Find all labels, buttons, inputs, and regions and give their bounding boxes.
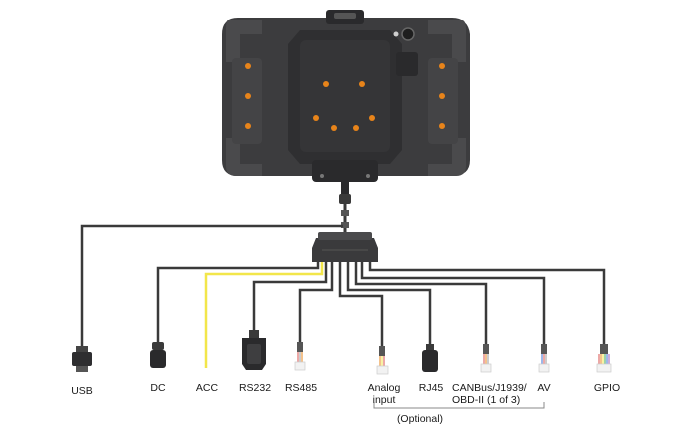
- rs232-cable: [252, 262, 328, 332]
- back-plate-inner: [300, 40, 390, 152]
- label-av: AV: [537, 382, 551, 394]
- bumper-bottom-left: [226, 138, 262, 176]
- label-usb: USB: [71, 385, 93, 397]
- side-rail-left: [232, 58, 262, 144]
- camera-lens: [401, 27, 415, 41]
- dock-screw-left: [320, 174, 324, 178]
- acc-cable: [204, 262, 324, 368]
- rj45-cable: [346, 262, 432, 346]
- usb-connector: [72, 346, 92, 372]
- bumper-top-left: [226, 20, 262, 62]
- label-optional: (Optional): [396, 413, 444, 425]
- speaker-grille: [396, 52, 418, 76]
- rs485-cable: [298, 262, 334, 346]
- analog-connector: [376, 346, 389, 375]
- label-dc: DC: [150, 382, 166, 394]
- optional-bracket: [373, 402, 545, 409]
- bumper-bottom-right: [428, 138, 466, 176]
- analog-cable: [338, 262, 384, 350]
- side-rail-right: [428, 58, 458, 144]
- dock-screw-right: [366, 174, 370, 178]
- label-rs232: RS232: [238, 382, 272, 394]
- bumper-top-right: [428, 20, 466, 62]
- label-rs485: RS485: [284, 382, 318, 394]
- camera-flash: [393, 31, 399, 37]
- mounting-dots: [245, 63, 445, 131]
- label-canbus: CANBus/J1939/ OBD-II (1 of 3): [452, 382, 527, 406]
- usb-cable: [80, 224, 343, 348]
- label-rj45: RJ45: [418, 382, 444, 394]
- rs485-connector: [294, 342, 306, 371]
- gpio-connector: [596, 344, 612, 373]
- gpio-cable: [368, 262, 606, 348]
- label-gpio: GPIO: [593, 382, 621, 394]
- branch-cables: [156, 262, 606, 368]
- splitter-block: [312, 232, 378, 262]
- dc-connector: [150, 342, 166, 368]
- top-handle-slot: [334, 13, 356, 19]
- rj45-connector: [422, 344, 438, 372]
- canbus-cable: [354, 262, 488, 348]
- rs232-connector: [242, 330, 266, 370]
- av-connector: [538, 344, 550, 373]
- av-cable: [360, 262, 546, 348]
- main-cable: [339, 182, 351, 232]
- bottom-dock: [312, 160, 378, 182]
- tablet-device: [222, 10, 470, 182]
- dc-cable: [156, 262, 320, 344]
- label-analog-input: Analog input: [367, 382, 401, 406]
- label-acc: ACC: [195, 382, 219, 394]
- canbus-connector: [480, 344, 492, 373]
